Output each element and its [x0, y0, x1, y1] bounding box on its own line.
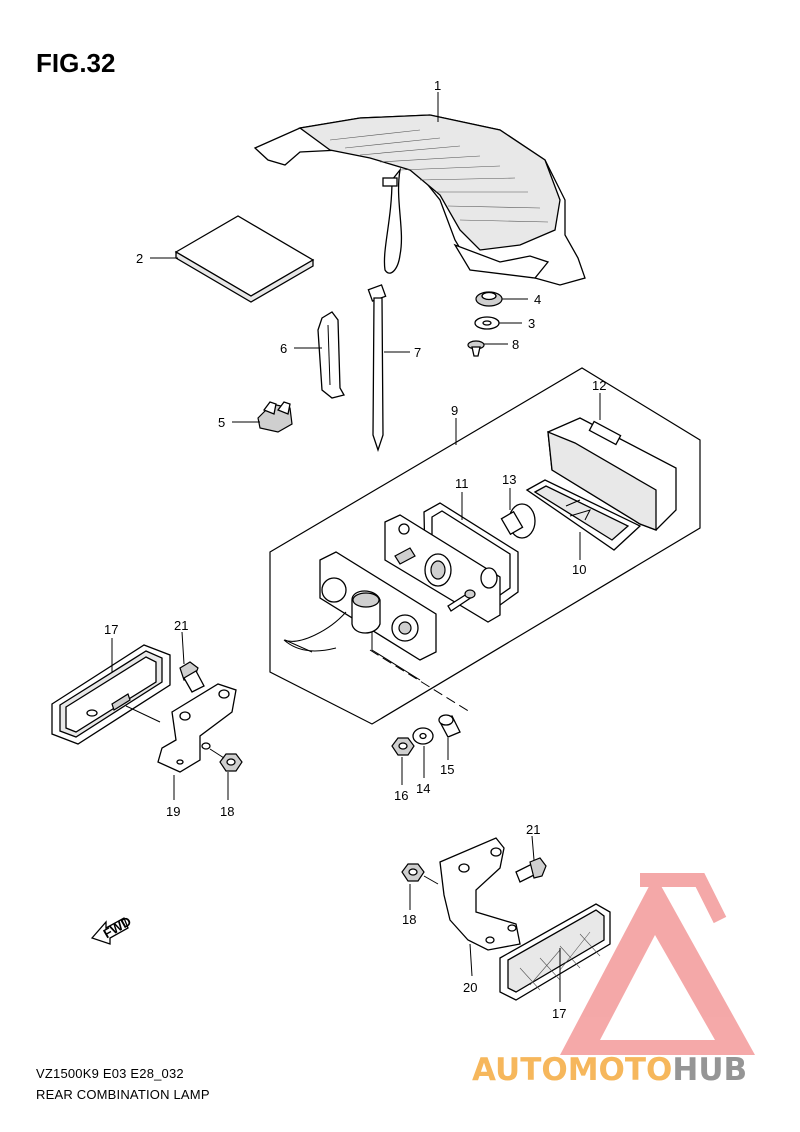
part-5-clip: [257, 401, 293, 433]
part-21-bolt-left: [179, 661, 205, 693]
watermark-brand-part2: HUB: [672, 1052, 747, 1088]
callout-19: 19: [166, 804, 180, 819]
callout-1: 1: [434, 78, 441, 93]
watermark-brand: AUTOMOTOHUB: [472, 1052, 747, 1088]
part-9-assembly-frame: [269, 367, 701, 725]
callout-17-left: 17: [104, 622, 118, 637]
part-3-washer: [474, 316, 500, 330]
watermark-brand-part1: AUTOMOTO: [472, 1052, 672, 1088]
part-17-license-lamp-left: [51, 644, 171, 745]
part-12-lamp-cover: [547, 417, 677, 531]
part-13-bulb: [500, 503, 536, 539]
callout-6: 6: [280, 341, 287, 356]
part-19-bracket: [157, 683, 237, 773]
callout-4: 4: [534, 292, 541, 307]
part-8-screw: [467, 340, 485, 357]
part-15-collar: [438, 714, 461, 738]
callout-5: 5: [218, 415, 225, 430]
part-18-nut-right: [401, 863, 425, 882]
part-7-cable-tie: [367, 284, 387, 453]
part-16-nut: [391, 737, 415, 756]
figure-title: FIG.32: [36, 48, 116, 78]
part-4-grommet: [475, 291, 503, 307]
model-code-caption: VZ1500K9 E03 E28_032: [36, 1066, 184, 1081]
callout-14: 14: [416, 781, 430, 796]
part-2-seal-pad: [174, 215, 315, 303]
fwd-arrow-label: FWD: [101, 913, 134, 941]
callout-16: 16: [394, 788, 408, 803]
callout-3: 3: [528, 316, 535, 331]
callout-2: 2: [136, 251, 143, 266]
leader-bolt-path: [369, 649, 471, 713]
part-6-clamp: [317, 311, 345, 399]
part-20-bracket: [439, 837, 521, 951]
callout-20: 20: [463, 980, 477, 995]
callout-7: 7: [414, 345, 421, 360]
callout-12: 12: [592, 378, 606, 393]
watermark-logo: [560, 873, 755, 1055]
part-17-reflector-right: [499, 903, 611, 1001]
part-10-lens: [525, 479, 642, 551]
callout-numbers: 1 2 4 3 8 6 7 5 9 12 13 11 10 17 21 19 1…: [104, 78, 606, 1021]
part-1-tail-lamp-housing: [253, 114, 586, 286]
fwd-arrow-icon: FWD: [90, 913, 134, 945]
callout-21-left: 21: [174, 618, 188, 633]
part-9-screw: [447, 589, 476, 612]
callout-18-right: 18: [402, 912, 416, 927]
callout-17-right: 17: [552, 1006, 566, 1021]
part-18-nut-left: [219, 753, 243, 772]
callout-18-left: 18: [220, 804, 234, 819]
callout-8: 8: [512, 337, 519, 352]
section-name-caption: REAR COMBINATION LAMP: [36, 1087, 210, 1102]
part-9-base-plate: [283, 551, 437, 681]
leader-lines: [111, 92, 601, 1002]
part-21-bolt-right: [515, 857, 547, 883]
callout-13: 13: [502, 472, 516, 487]
callout-10: 10: [572, 562, 586, 577]
callout-15: 15: [440, 762, 454, 777]
part-14-washer: [412, 727, 434, 745]
callout-11: 11: [455, 476, 469, 491]
watermark-triangle-icon: [560, 875, 755, 1055]
callout-21-right: 21: [526, 822, 540, 837]
callout-9: 9: [451, 403, 458, 418]
svg-text:AUTOMOTOHUB: AUTOMOTOHUB: [472, 1052, 747, 1088]
